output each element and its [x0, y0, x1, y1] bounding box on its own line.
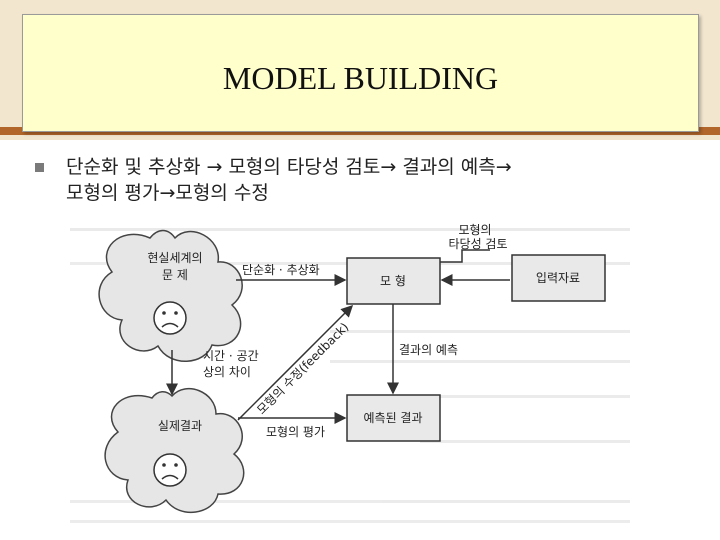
label-evaluate: 모형의 평가 — [266, 425, 325, 439]
cloud-top-label-line1: 현실세계의 — [147, 251, 202, 265]
actual-result-cloud: 실제결과 — [105, 389, 244, 513]
input-data-box: 입력자료 — [512, 255, 605, 301]
sad-face-icon — [154, 302, 186, 334]
label-timegap-line2: 상의 차이 — [203, 365, 251, 379]
label-validity-line1: 모형의 — [458, 223, 491, 237]
predicted-result-box-label: 예측된 결과 — [363, 411, 422, 425]
label-predict: 결과의 예측 — [399, 343, 458, 357]
label-simplify: 단순화 · 추상화 — [242, 263, 320, 277]
input-data-box-label: 입력자료 — [536, 271, 580, 285]
predicted-result-box: 예측된 결과 — [347, 395, 440, 441]
cloud-top-label-line2: 문 제 — [162, 268, 188, 282]
label-timegap-line1: 시간 · 공간 — [203, 349, 259, 363]
cloud-bottom-label: 실제결과 — [158, 419, 202, 433]
real-world-problem-cloud: 현실세계의 문 제 — [99, 231, 242, 362]
label-validity-line2: 타당성 검토 — [448, 237, 507, 251]
model-box: 모 형 — [347, 258, 440, 304]
label-feedback: 모형의 수정(feedback) — [254, 320, 351, 417]
model-box-label: 모 형 — [380, 274, 406, 288]
validity-check-connector — [440, 250, 490, 262]
sad-face-icon — [154, 454, 186, 486]
